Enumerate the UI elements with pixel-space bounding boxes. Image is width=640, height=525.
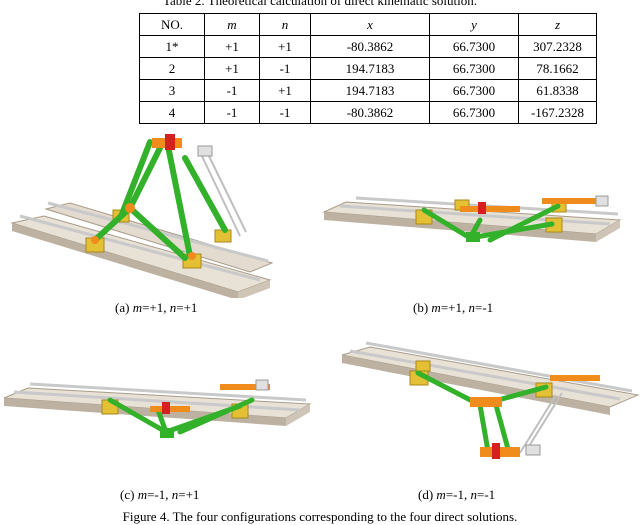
col-header-z: z xyxy=(518,13,597,36)
subfigure-caption-a: (a) m=+1, n=+1 xyxy=(115,300,198,315)
table-cell: +1 xyxy=(204,35,260,58)
table-row: 2 +1 -1 194.7183 66.7300 78.1662 xyxy=(139,57,597,80)
joints xyxy=(150,379,270,438)
gray-rods xyxy=(199,149,247,237)
table-row: 1* +1 +1 -80.3862 66.7300 307.2328 xyxy=(139,35,597,58)
table-cell: +1 xyxy=(204,57,260,80)
table-caption: Table 2. Theoretical calculation of dire… xyxy=(163,0,477,8)
figure-caption: Figure 4. The four configurations corres… xyxy=(122,509,518,524)
figure-a-mechanism xyxy=(10,134,274,298)
table-cell: -1 xyxy=(204,79,260,102)
col-header-y: y xyxy=(429,13,519,36)
table-cell: 78.1662 xyxy=(518,57,597,80)
green-links xyxy=(92,139,228,261)
joints xyxy=(91,134,213,260)
table-header-row: NO. m n x y z xyxy=(139,13,597,36)
rail-rods xyxy=(349,341,633,401)
table-cell: 66.7300 xyxy=(429,79,519,102)
table-cell: -80.3862 xyxy=(310,35,430,58)
green-links xyxy=(421,203,561,243)
rail-rods xyxy=(13,382,307,412)
table-cell: 3 xyxy=(139,79,205,102)
table-cell: -167.2328 xyxy=(518,101,597,124)
subfigure-caption-c: (c) m=-1, n=+1 xyxy=(120,487,200,502)
table-cell: +1 xyxy=(259,79,311,102)
subfigure-caption-d: (d) m=-1, n=-1 xyxy=(418,487,496,502)
table-cell: 66.7300 xyxy=(429,57,519,80)
table-cell: 61.8338 xyxy=(518,79,597,102)
table-row: 3 -1 +1 194.7183 66.7300 61.8338 xyxy=(139,79,597,102)
table-cell: 307.2328 xyxy=(518,35,597,58)
table-cell: -1 xyxy=(259,101,311,124)
green-links xyxy=(107,397,255,435)
table-row: 4 -1 -1 -80.3862 66.7300 -167.2328 xyxy=(139,101,597,124)
table-cell: 2 xyxy=(139,57,205,80)
table-cell: -80.3862 xyxy=(310,101,430,124)
subfigure-caption-b: (b) m=+1, n=-1 xyxy=(413,300,494,315)
table-cell: -1 xyxy=(259,57,311,80)
joints xyxy=(460,195,609,242)
col-header-x: x xyxy=(310,13,430,36)
table-cell: 66.7300 xyxy=(429,101,519,124)
gray-rods xyxy=(519,392,563,454)
figure-d-mechanism xyxy=(341,341,640,459)
col-header-m: m xyxy=(204,13,260,36)
figure-c-mechanism xyxy=(3,379,312,438)
table-cell: -1 xyxy=(204,101,260,124)
table-cell: +1 xyxy=(259,35,311,58)
table-cell: 194.7183 xyxy=(310,79,430,102)
col-header-no: NO. xyxy=(139,13,205,36)
table-cell: 4 xyxy=(139,101,205,124)
table-cell: 194.7183 xyxy=(310,57,430,80)
kinematics-table: NO. m n x y z 1* +1 +1 -80.3862 66.7300 … xyxy=(139,13,597,124)
table-cell: 1* xyxy=(139,35,205,58)
table-cell: 66.7300 xyxy=(429,35,519,58)
figure-b-mechanism xyxy=(322,195,622,243)
joints xyxy=(470,375,600,459)
col-header-n: n xyxy=(259,13,311,36)
